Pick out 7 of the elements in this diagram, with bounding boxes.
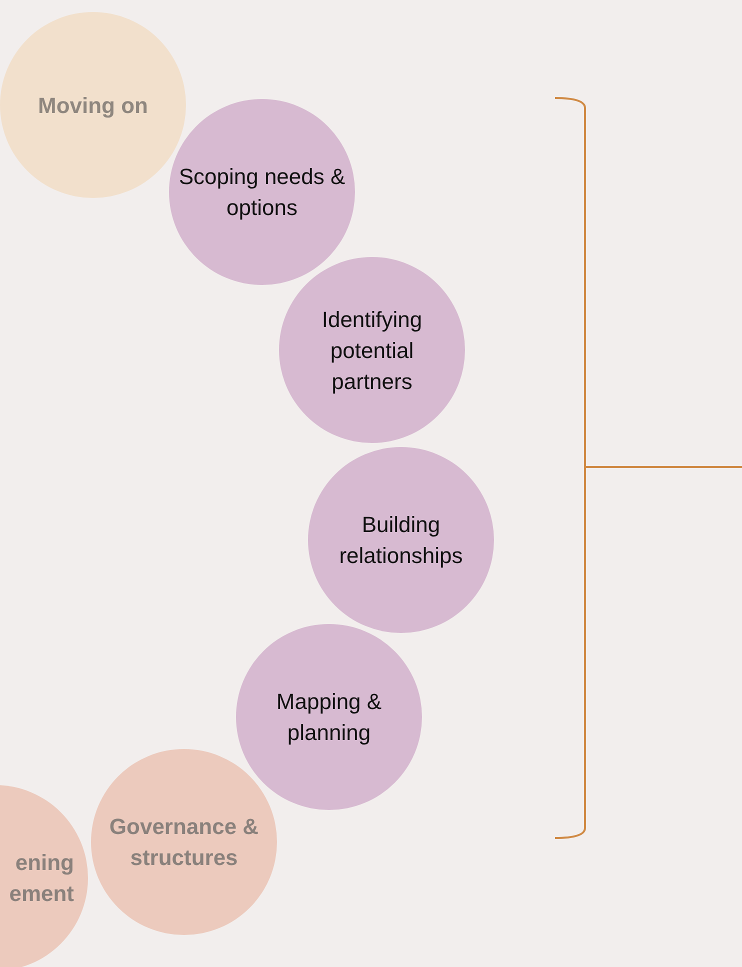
stage-label: Building relationships — [338, 511, 464, 570]
stage-label: Moving on — [37, 92, 149, 120]
stage-label: Scoping needs & options — [178, 163, 346, 222]
stage-label: Governance & structures — [108, 813, 260, 872]
stage-label: Mapping & planning — [275, 688, 383, 747]
stage-label: ening ement — [8, 849, 74, 908]
stage-label: Identifying potential partners — [320, 306, 424, 396]
